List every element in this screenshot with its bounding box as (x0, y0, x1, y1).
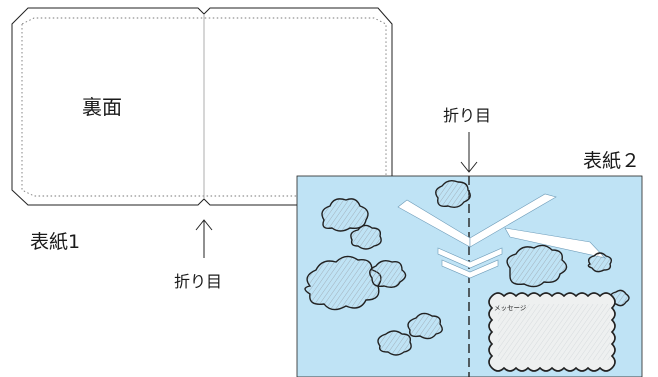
cloud-2 (435, 179, 471, 209)
cover1-outline (11, 7, 393, 206)
cover2-fold-arrow (460, 132, 478, 173)
cover2-fold-label: 折り目 (443, 106, 491, 125)
cloud-6 (407, 312, 443, 340)
cover1-back-label: 裏面 (82, 95, 122, 119)
message-label: メッセージ (494, 304, 527, 312)
cover1-sheet: 裏面 (11, 7, 393, 206)
cover1-fold-arrow (195, 219, 213, 258)
cloud-1 (321, 198, 369, 232)
message-frame: メッセージ (488, 292, 616, 372)
cloud-3 (350, 224, 382, 250)
cloud-5 (369, 259, 407, 289)
cloud-9 (587, 252, 613, 273)
cover1-fold-label: 折り目 (174, 272, 222, 291)
cover2-name-label: 表紙２ (583, 150, 640, 172)
cover1-name-label: 表紙1 (30, 231, 80, 253)
cloud-8 (506, 244, 568, 288)
cloud-7 (377, 330, 412, 356)
paper-plane-motif (397, 193, 606, 279)
